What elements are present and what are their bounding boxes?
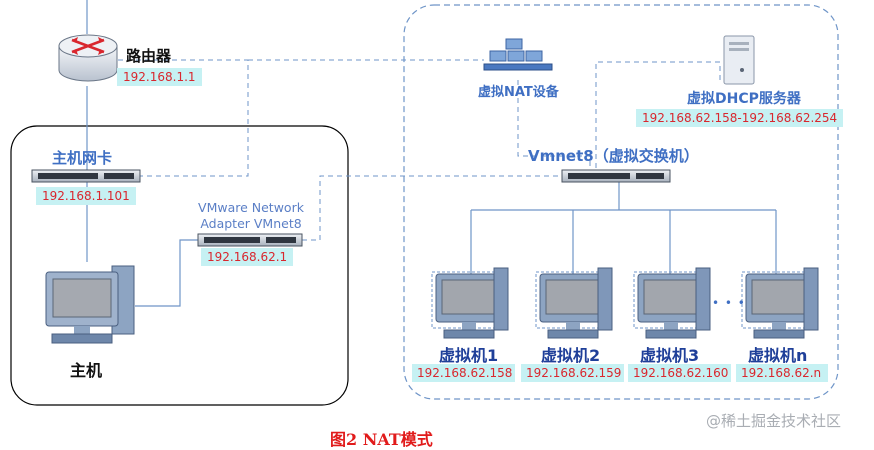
vm-1-ip: 192.168.62.158	[412, 364, 515, 382]
vmnet8-label: Vmnet8（虚拟交换机）	[528, 147, 699, 165]
vm-n-label: 虚拟机n	[748, 346, 808, 365]
host-nic-ip: 192.168.1.101	[36, 187, 136, 205]
vm-n-icon	[741, 267, 819, 339]
adapter-vmnet8-icon	[197, 233, 303, 247]
vm-1-icon	[431, 267, 509, 339]
watermark: @稀土掘金技术社区	[706, 412, 842, 430]
vm-2-icon	[535, 267, 613, 339]
vm-3-ip: 192.168.62.160	[628, 364, 731, 382]
host-label: 主机	[70, 361, 103, 380]
dhcp-ip-range: 192.168.62.158-192.168.62.254	[636, 109, 844, 127]
adapter-label-line1: VMware Network	[198, 200, 304, 215]
vm-2-ip: 192.168.62.159	[521, 364, 624, 382]
vmnet8-switch-icon	[561, 169, 671, 183]
host-nic-icon	[31, 169, 141, 183]
router-label: 路由器	[126, 47, 172, 65]
vm-n-ip: 192.168.62.n	[736, 364, 828, 382]
vm-2-label: 虚拟机2	[541, 346, 601, 365]
router-icon	[58, 34, 118, 82]
host-nic-label: 主机网卡	[52, 149, 113, 167]
virtual-network-boundary	[403, 4, 839, 400]
host-machine-boundary	[10, 125, 349, 406]
host-computer-icon	[45, 265, 135, 344]
vm-3-label: 虚拟机3	[640, 346, 700, 365]
adapter-label-line2: Adapter VMnet8	[200, 216, 302, 231]
vm-ellipsis: • • •	[712, 296, 746, 310]
figure-caption: 图2 NAT模式	[330, 430, 433, 449]
vm-1-label: 虚拟机1	[439, 346, 499, 365]
nat-device-icon	[483, 38, 553, 71]
router-ip: 192.168.1.1	[117, 68, 202, 86]
adapter-label: VMware Network Adapter VMnet8	[195, 200, 307, 232]
dhcp-server-label: 虚拟DHCP服务器	[687, 91, 801, 107]
nat-device-label: 虚拟NAT设备	[478, 85, 559, 100]
adapter-ip: 192.168.62.1	[201, 248, 294, 266]
dhcp-server-icon	[723, 35, 755, 85]
vm-3-icon	[633, 267, 711, 339]
